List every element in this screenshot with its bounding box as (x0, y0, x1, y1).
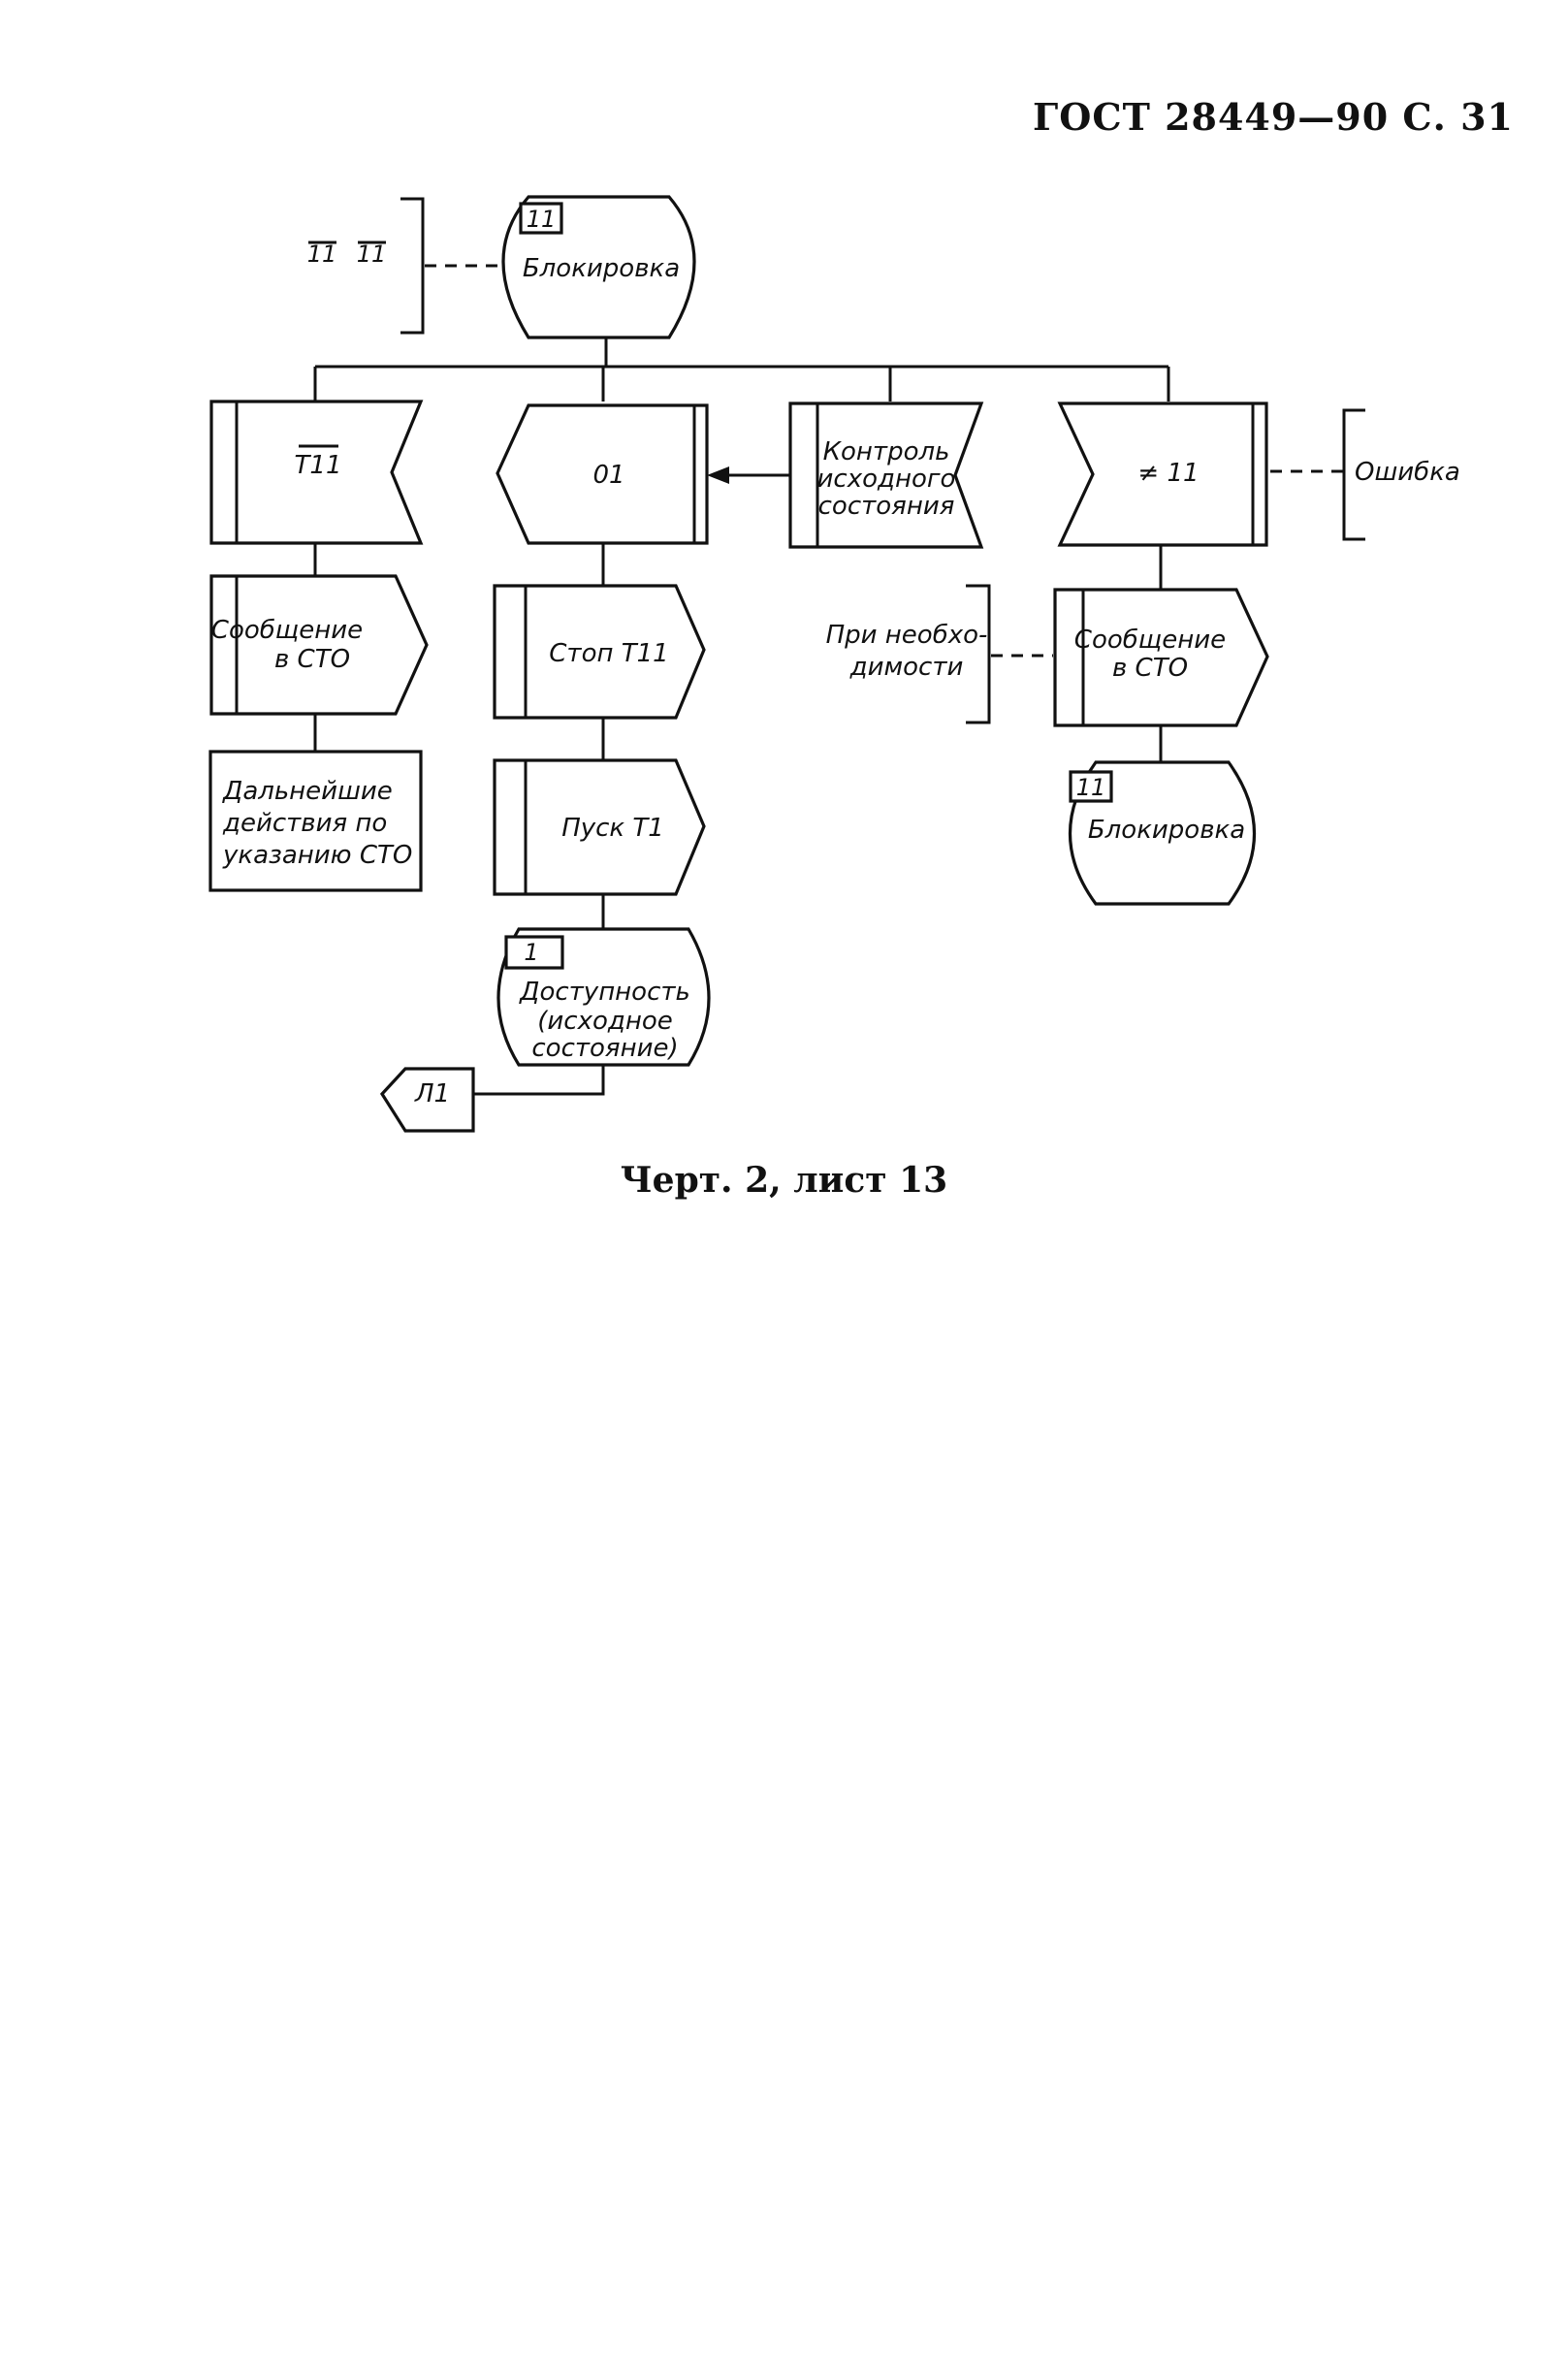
state-label-line: состояние) (531, 1034, 678, 1063)
input-label: T11 (295, 451, 342, 480)
error-comment: Ошибка (1270, 408, 1460, 541)
state-blokirovka-top: 11 Блокировка (501, 195, 696, 339)
output-soobshchenie-sto-1: Сообщение в СТО (209, 574, 429, 716)
connector-label: Л1 (414, 1079, 450, 1108)
state-label: Блокировка (523, 254, 680, 283)
comment-label-line: При необхо- (826, 621, 988, 650)
task-label-line: Дальнейшие (222, 777, 393, 806)
signal-label: 11 (357, 241, 387, 268)
output-send-label: 01 (592, 461, 624, 490)
top-signals-comment: 11 11 (307, 197, 502, 335)
state-label-line: Доступность (519, 978, 690, 1007)
output-stop-t11: Стоп Т11 (493, 584, 706, 720)
page-header: ГОСТ 28449—90 С. 31 (1033, 95, 1514, 139)
task-label-line: указанию СТО (222, 841, 412, 870)
state-blokirovka-bottom: 11 Блокировка (1069, 760, 1256, 906)
state-dostupnost: 1 Доступность (исходное состояние) (496, 927, 711, 1067)
task-label-line: действия по (222, 809, 387, 838)
output-label: Стоп Т11 (549, 639, 668, 668)
output-label-line: в СТО (1112, 654, 1188, 683)
input-label-line: исходного (817, 465, 956, 494)
comment-label-line: димости (849, 653, 964, 682)
task-dalneyshie-deystviya: Дальнейшие действия по указанию СТО (208, 750, 423, 892)
output-label-line: Сообщение (211, 616, 363, 645)
arrow-to-01 (707, 466, 790, 484)
output-label-line: Сообщение (1074, 626, 1226, 655)
output-pusk-t1: Пуск Т1 (493, 758, 706, 896)
state-number: 1 (524, 939, 538, 966)
input-label-line: Контроль (823, 437, 950, 466)
figure-caption: Черт. 2, лист 13 (620, 1160, 948, 1201)
state-number: 11 (1076, 774, 1106, 801)
state-label-line: (исходное (537, 1007, 673, 1036)
comment-label: Ошибка (1355, 458, 1460, 487)
output-soobshchenie-sto-2: Сообщение в СТО (1053, 588, 1269, 727)
input-label-line: состояния (818, 492, 955, 521)
output-label: Пуск Т1 (561, 814, 664, 843)
output-label-line: в СТО (274, 645, 350, 674)
input-kontrol-iskhodnogo: Контроль исходного состояния (788, 402, 984, 549)
input-neq-11: ≠ 11 (1057, 402, 1268, 547)
state-label: Блокировка (1088, 816, 1245, 845)
input-label: ≠ 11 (1137, 459, 1199, 488)
branch-lines (313, 337, 1170, 402)
signal-label: 11 (307, 241, 337, 268)
state-number: 11 (527, 206, 557, 233)
when-needed-comment: При необхо- димости (826, 584, 1053, 724)
output-send-01: 01 (496, 403, 709, 545)
input-t11: T11 (209, 400, 424, 545)
connector-l1: Л1 (379, 1067, 475, 1133)
